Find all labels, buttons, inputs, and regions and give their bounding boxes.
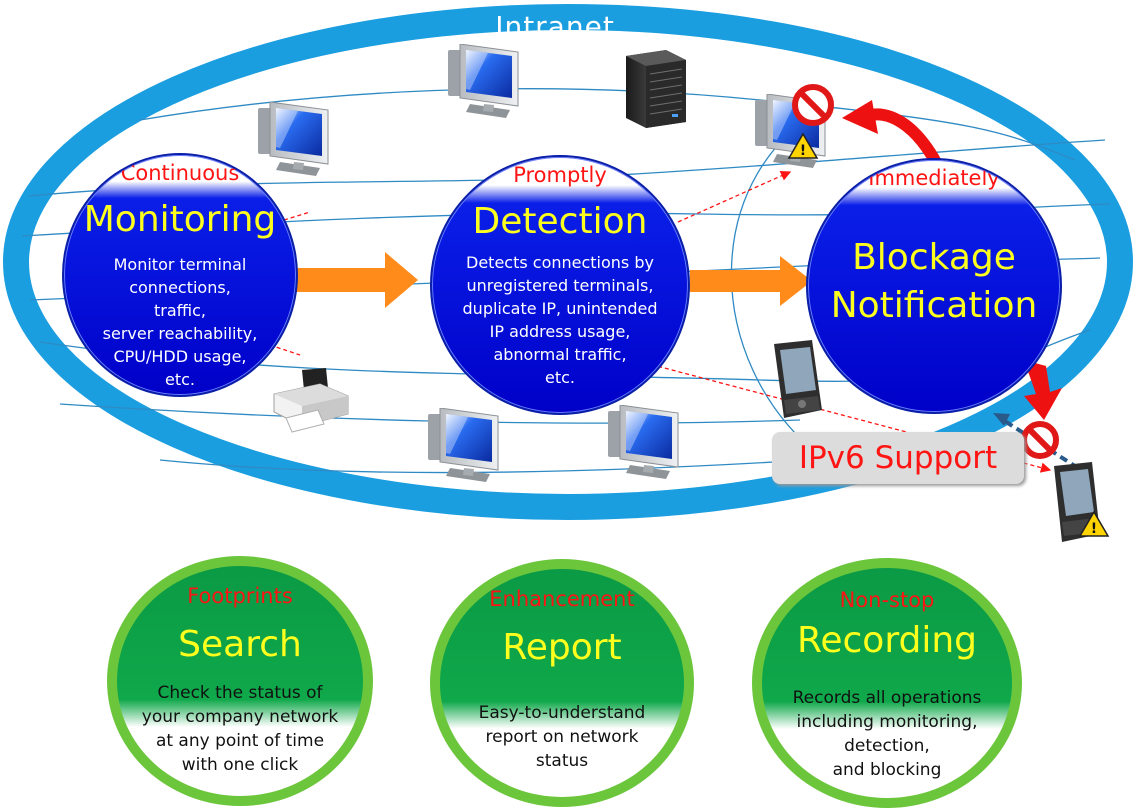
intranet-ring bbox=[3, 4, 1133, 520]
monitoring-title: Monitoring bbox=[83, 199, 277, 240]
recording-description: Records all operations including monitor… bbox=[792, 688, 982, 780]
recording-label: Non-stop bbox=[839, 588, 935, 612]
pda-icon bbox=[774, 340, 822, 418]
search-title: Search bbox=[178, 624, 302, 665]
monitoring-label: Continuous bbox=[120, 161, 240, 185]
blocked-icon bbox=[792, 84, 834, 126]
detection-label: Promptly bbox=[513, 163, 607, 187]
detection-description: Detects connections by unregistered term… bbox=[462, 253, 658, 387]
blocked-icon bbox=[1021, 421, 1059, 459]
arrow-detection-to-blockage bbox=[690, 256, 812, 306]
alert-monitor-icon: ! bbox=[755, 94, 826, 169]
arrow-monitoring-to-detection bbox=[290, 252, 418, 308]
monitoring-description: Monitor terminal connections, traffic, s… bbox=[102, 255, 258, 389]
report-circle: Enhancement Report Easy-to-understand re… bbox=[430, 559, 694, 807]
monitor-icon bbox=[428, 408, 499, 483]
svg-text:!: ! bbox=[800, 143, 806, 159]
blockage-label: Immediately bbox=[868, 166, 1000, 190]
detection-circle: Promptly Detection Detects connections b… bbox=[430, 155, 690, 415]
svg-text:!: ! bbox=[1091, 521, 1097, 537]
intranet-title: Intranet bbox=[495, 10, 615, 43]
monitor-icon bbox=[608, 405, 679, 480]
pda-icon: ! bbox=[1054, 462, 1110, 542]
detection-title: Detection bbox=[472, 201, 648, 242]
server-icon bbox=[626, 50, 686, 128]
report-title: Report bbox=[502, 627, 622, 668]
search-description: Check the status of your company network… bbox=[141, 683, 339, 775]
report-label: Enhancement bbox=[489, 587, 635, 611]
blockage-circle: Immediately Blockage Notification bbox=[806, 158, 1062, 414]
printer-icon bbox=[273, 368, 349, 433]
report-description: Easy-to-understand report on network sta… bbox=[478, 703, 646, 771]
blockage-title: Blockage Notification bbox=[830, 237, 1038, 326]
recording-title: Recording bbox=[796, 620, 978, 661]
search-circle: Footprints Search Check the status of yo… bbox=[107, 556, 373, 806]
monitor-icon bbox=[448, 44, 519, 119]
monitoring-circle: Continuous Monitoring Monitor terminal c… bbox=[62, 153, 298, 397]
recording-circle: Non-stop Recording Records all operation… bbox=[752, 558, 1022, 808]
ipv6-support-badge: IPv6 Support bbox=[772, 432, 1024, 484]
search-label: Footprints bbox=[187, 584, 293, 608]
down-arrow bbox=[1024, 360, 1062, 420]
